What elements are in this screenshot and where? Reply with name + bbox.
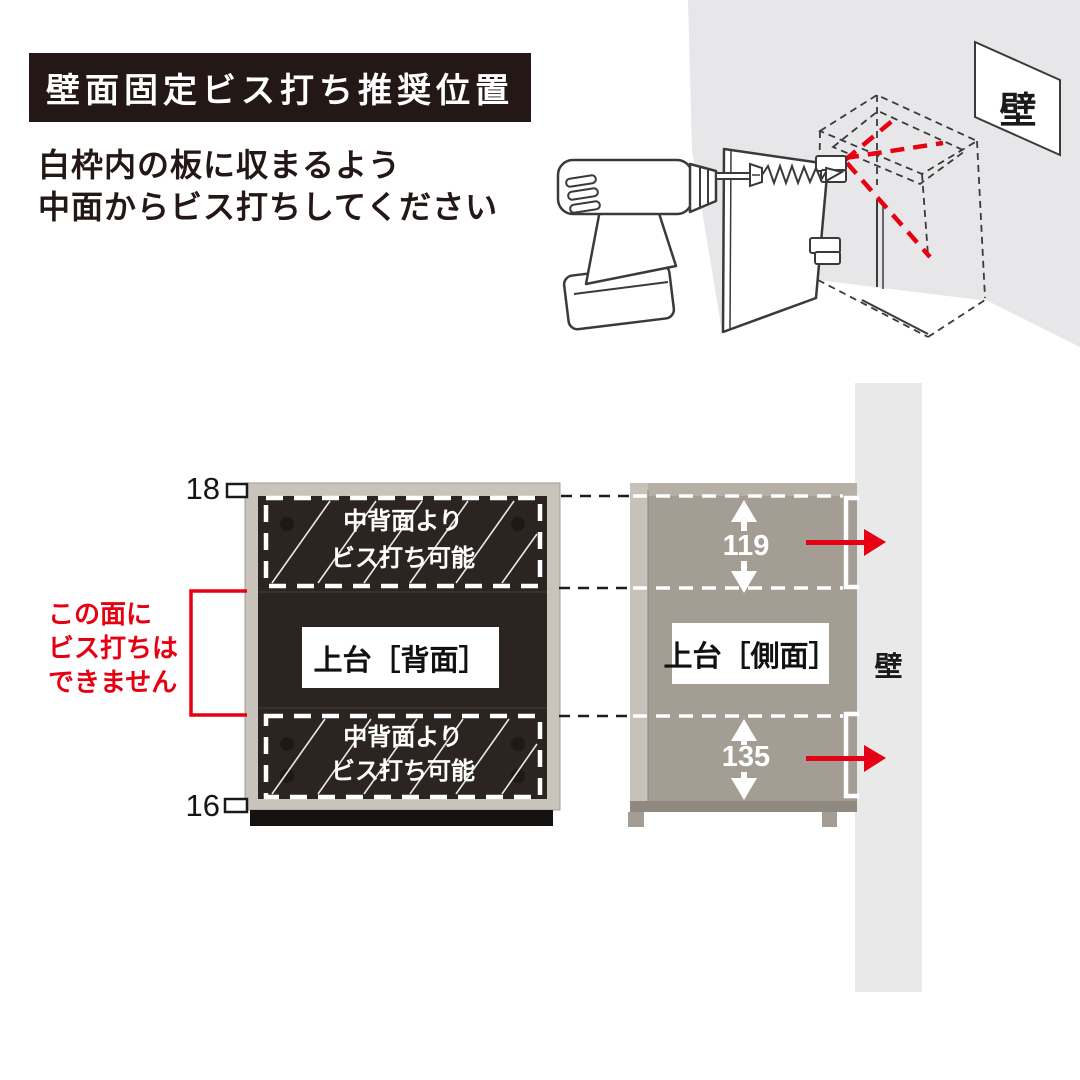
warning-line-2: ビス打ちは	[48, 633, 179, 663]
back-view-cabinet	[189, 482, 561, 826]
intro-line-2: 中面からビス打ちしてください	[38, 189, 499, 225]
side-panel-label: 上台［側面］	[664, 623, 838, 684]
dimension-135: 135	[721, 741, 771, 773]
zone-bottom-line-2: ビス打ち可能	[331, 758, 475, 785]
wall-label-plate	[974, 40, 1061, 157]
zone-bottom-line-1: 中背面より	[343, 724, 463, 751]
door-panel	[721, 147, 830, 334]
page-title-text: 壁面固定ビス打ち推奨位置	[46, 72, 514, 110]
zone-top-line-1: 中背面より	[343, 508, 463, 535]
thickness-16-icon	[223, 797, 249, 814]
dimension-119: 119	[722, 530, 770, 562]
screw-position-diagram	[189, 383, 922, 992]
wall-screw-bracket-bottom	[843, 711, 859, 799]
wall-strip	[855, 383, 922, 992]
thickness-label-18: 18	[185, 471, 220, 506]
screw-icon	[749, 162, 845, 188]
warning-line-1: この面に	[48, 599, 153, 629]
double-arrow-135	[731, 719, 757, 800]
intro-line-1: 白枠内の板に収まるよう	[38, 147, 402, 183]
no-screw-bracket	[189, 589, 247, 717]
intro-text: 白枠内の板に収まるよう 中面からビス打ちしてください	[38, 144, 498, 228]
screw-zone-top-outline	[263, 495, 543, 589]
screw-zone-bottom-outline	[263, 713, 543, 800]
connector-lines	[559, 494, 631, 718]
screw-zone-bottom-text: 中背面より ビス打ち可能	[266, 721, 540, 789]
warning-line-3: できません	[48, 667, 178, 697]
double-arrow-119	[731, 500, 757, 593]
thickness-18-icon	[225, 482, 249, 499]
illustration-wall-label: 壁	[999, 90, 1037, 131]
thickness-label-16: 16	[185, 788, 220, 823]
page-title: 壁面固定ビス打ち推奨位置	[29, 53, 531, 122]
no-screw-warning: この面に ビス打ちは できません	[48, 597, 178, 699]
zone-top-line-2: ビス打ち可能	[331, 545, 475, 572]
installation-illustration	[556, 0, 1080, 347]
drill-icon	[556, 158, 751, 331]
red-wall-arrows	[806, 529, 886, 772]
side-wall-label: 壁	[874, 651, 903, 682]
cabinet-solid-edges	[861, 200, 929, 335]
screw-direction-lines	[843, 115, 944, 259]
screw-zone-top-text: 中背面より ビス打ち可能	[266, 503, 540, 577]
back-panel-label: 上台［背面］	[302, 627, 499, 688]
